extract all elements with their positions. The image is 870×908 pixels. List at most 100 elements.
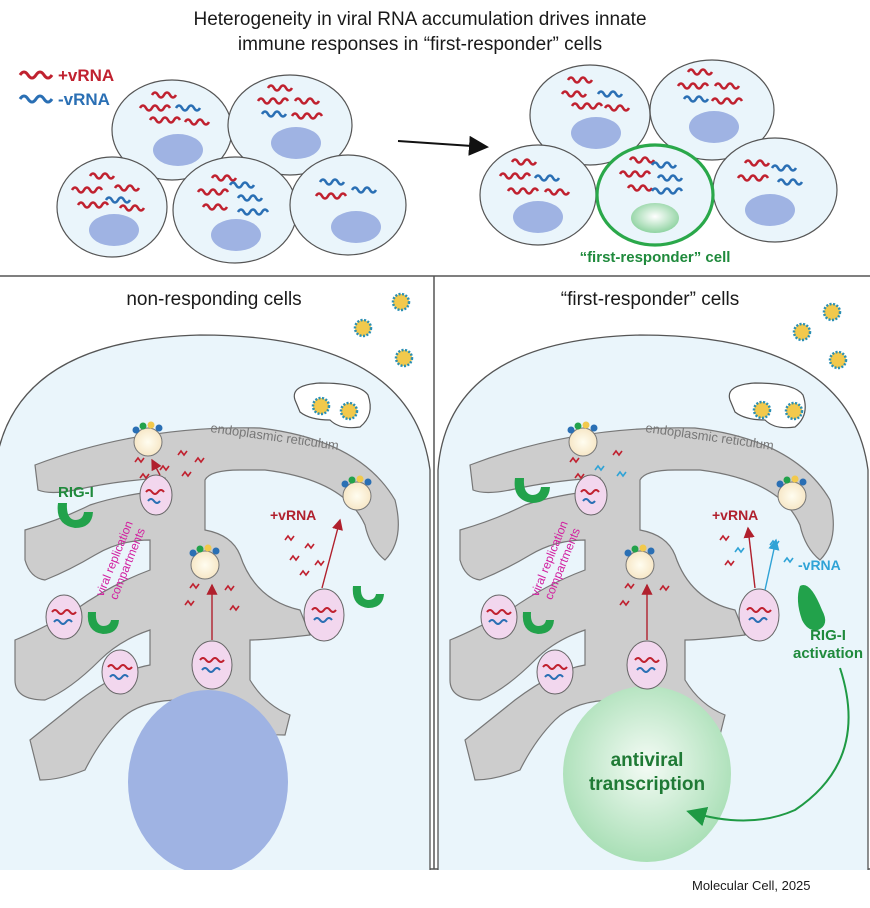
nucleus [513, 201, 563, 233]
rna-negative [228, 181, 256, 189]
rna-positive [70, 186, 104, 194]
compartment [191, 640, 233, 690]
rna-negative [533, 174, 561, 182]
rna-negative [236, 194, 264, 202]
rna-positive [628, 156, 656, 164]
rna-positive [710, 97, 744, 105]
rna-positive [88, 172, 116, 180]
rna-positive [138, 104, 172, 112]
free-rna [569, 449, 794, 607]
virion [339, 401, 359, 421]
rigi-icon [514, 478, 550, 503]
nucleus [689, 111, 739, 143]
nucleus [153, 134, 203, 166]
figure-caption: Molecular Cell, 2025 [692, 878, 811, 893]
vesicle [190, 550, 220, 580]
rna-positive [256, 97, 290, 105]
export-arrows [151, 458, 343, 640]
rna-positive [210, 174, 238, 182]
endoplasmic-reticulum [449, 427, 834, 787]
rna-positive [293, 97, 321, 105]
virion [828, 350, 848, 370]
cell [56, 156, 168, 258]
rna-negative [174, 104, 202, 112]
virion-group [752, 302, 848, 421]
rna-positive [676, 82, 710, 90]
rna-positive [498, 172, 532, 180]
rigi-activated-icon [797, 585, 826, 631]
rigi-icon [352, 586, 384, 608]
figure-title: Heterogeneity in viral RNA accumulation … [193, 9, 646, 55]
right-panel: endoplasmic reticulum antiviral transcri… [437, 289, 869, 870]
vesicle [133, 427, 163, 457]
virion [353, 318, 373, 338]
rna-positive [618, 170, 652, 178]
endoplasmic-reticulum [14, 427, 399, 787]
top-right-rna [498, 68, 804, 196]
rna-positive [560, 90, 588, 98]
vrna-negative-label: -vRNA [798, 557, 841, 573]
vrna-positive-label: +vRNA [712, 507, 758, 523]
first-responder-nucleus [631, 203, 679, 233]
compartment [101, 649, 139, 695]
nucleus [89, 214, 139, 246]
left-panel-title: non-responding cells [126, 289, 301, 310]
virion [391, 292, 411, 312]
rigi-icon [87, 612, 119, 634]
compartment [139, 474, 173, 516]
virion [784, 401, 804, 421]
export-arrows [641, 526, 780, 640]
top-right-nuclei [513, 111, 795, 233]
first-responder-cell-label: “first-responder” cell [580, 249, 731, 266]
legend-positive-label: +vRNA [58, 66, 114, 85]
rna-positive [510, 158, 538, 166]
legend: +vRNA -vRNA [18, 66, 114, 109]
rna-positive [686, 68, 714, 76]
top-left-rna [70, 84, 378, 216]
rna-positive [314, 192, 348, 200]
rna-negative [770, 164, 798, 172]
title-line-2: immune responses in “first-responder” ce… [238, 34, 602, 55]
budding-vesicles [133, 427, 372, 580]
rna-positive [543, 188, 571, 196]
vrna-label: +vRNA [270, 507, 316, 523]
top-right-cell-cluster [479, 59, 838, 246]
compartment [303, 588, 345, 642]
rna-positive [570, 102, 604, 110]
rna-positive [196, 188, 230, 196]
rna-positive [603, 104, 631, 112]
rna-positive [76, 201, 110, 209]
rna-positive [290, 112, 324, 120]
rna-positive [266, 84, 294, 92]
compartment-rna [486, 489, 772, 680]
rna-positive [118, 204, 146, 212]
vesicle [568, 427, 598, 457]
budding-vesicles [568, 427, 807, 580]
vesicle-proteins [132, 421, 372, 557]
vesicle [342, 481, 372, 511]
rigi-label: RIG-I [58, 484, 94, 501]
virion [752, 400, 772, 420]
rna-positive [148, 116, 182, 124]
vesicle-proteins [567, 421, 807, 557]
compartment [574, 474, 608, 516]
rigi-icon [522, 612, 554, 634]
antiviral-label: antiviral transcription [589, 750, 705, 795]
title-line-1: Heterogeneity in viral RNA accumulation … [193, 9, 646, 30]
rigi-icon [57, 503, 93, 528]
cell [712, 137, 838, 243]
rna-positive [743, 159, 771, 167]
top-left-nuclei [89, 127, 381, 251]
rna-positive [201, 203, 229, 211]
compartment [626, 640, 668, 690]
right-panel-title: “first-responder” cells [561, 289, 739, 310]
virion [792, 322, 812, 342]
transition-arrow [397, 135, 489, 156]
compartment [45, 594, 83, 640]
rna-negative [596, 90, 624, 98]
rna-negative [656, 174, 684, 182]
legend-positive-wave [18, 70, 54, 80]
activation-arrow [686, 667, 850, 827]
rna-negative [104, 196, 132, 204]
vesicle [777, 481, 807, 511]
